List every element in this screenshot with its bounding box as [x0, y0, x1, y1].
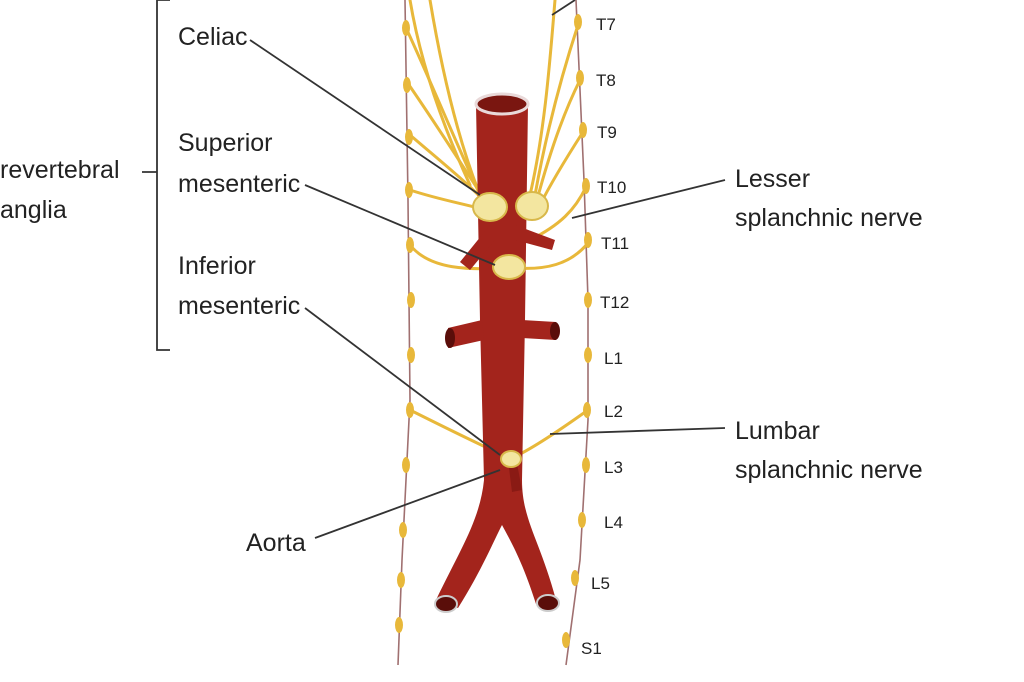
trunk-ganglion [574, 14, 582, 30]
level-label: T7 [596, 15, 616, 34]
trunk-ganglion [402, 457, 410, 473]
trunk-ganglion [397, 572, 405, 588]
level-label: T12 [600, 293, 629, 312]
level-label: T10 [597, 178, 626, 197]
trunk-ganglion [584, 292, 592, 308]
lumbar-splanchnic-label-2: splanchnic nerve [735, 456, 923, 484]
aorta-leader [314, 469, 501, 539]
left-sympathetic-trunk [397, 0, 411, 666]
trunk-ganglion [578, 512, 586, 528]
level-label: L3 [604, 458, 623, 477]
level-label: T11 [601, 234, 629, 253]
lesser-splanchnic-label-1: Lesser [735, 165, 810, 193]
trunk-ganglion [571, 570, 579, 586]
superior-mesenteric-label-2: mesenteric [178, 170, 300, 198]
trunk-ganglion [403, 77, 411, 93]
vertebral-levels: T7 T8 T9 T10 T11 T12 L1 L2 L3 L4 L5 S1 [581, 15, 629, 658]
trunk-ganglion [405, 129, 413, 145]
trunk-ganglion [584, 347, 592, 363]
superior-mesenteric-label-1: Superior [178, 129, 273, 157]
prevertebral-label-2: anglia [0, 196, 67, 224]
level-label: S1 [581, 639, 602, 658]
trunk-ganglion [562, 632, 570, 648]
trunk-ganglia [395, 14, 592, 648]
trunk-ganglion [407, 347, 415, 363]
inferior-mesenteric-label-1: Inferior [178, 252, 256, 280]
trunk-ganglion [582, 457, 590, 473]
inferior-mesenteric-label-2: mesenteric [178, 292, 300, 320]
trunk-ganglion [407, 292, 415, 308]
level-label: T9 [597, 123, 617, 142]
level-label: L4 [604, 513, 623, 532]
trunk-ganglion [395, 617, 403, 633]
top-leader [551, 0, 576, 16]
superior-mesenteric-ganglion [492, 254, 526, 280]
lesser-splanchnic-label-2: splanchnic nerve [735, 204, 923, 232]
superior-mesenteric-leader [304, 184, 496, 266]
level-label: L2 [604, 402, 623, 421]
celiac-label: Celiac [178, 23, 247, 51]
lumbar-splanchnic-leader [549, 427, 726, 435]
celiac-ganglion-right [515, 191, 549, 221]
level-label: L5 [591, 574, 610, 593]
level-label: L1 [604, 349, 623, 368]
celiac-leader [249, 39, 481, 196]
celiac-ganglion-left [472, 192, 508, 222]
lumbar-splanchnic-label-1: Lumbar [735, 417, 820, 445]
prevertebral-bracket [142, 0, 170, 351]
inferior-mesenteric-ganglion [500, 450, 522, 468]
prevertebral-label-1: revertebral [0, 156, 120, 184]
inferior-mesenteric-leader [304, 307, 501, 456]
level-label: T8 [596, 71, 616, 90]
trunk-ganglion [399, 522, 407, 538]
lesser-splanchnic-leader [571, 179, 726, 219]
aorta-label: Aorta [246, 529, 306, 557]
